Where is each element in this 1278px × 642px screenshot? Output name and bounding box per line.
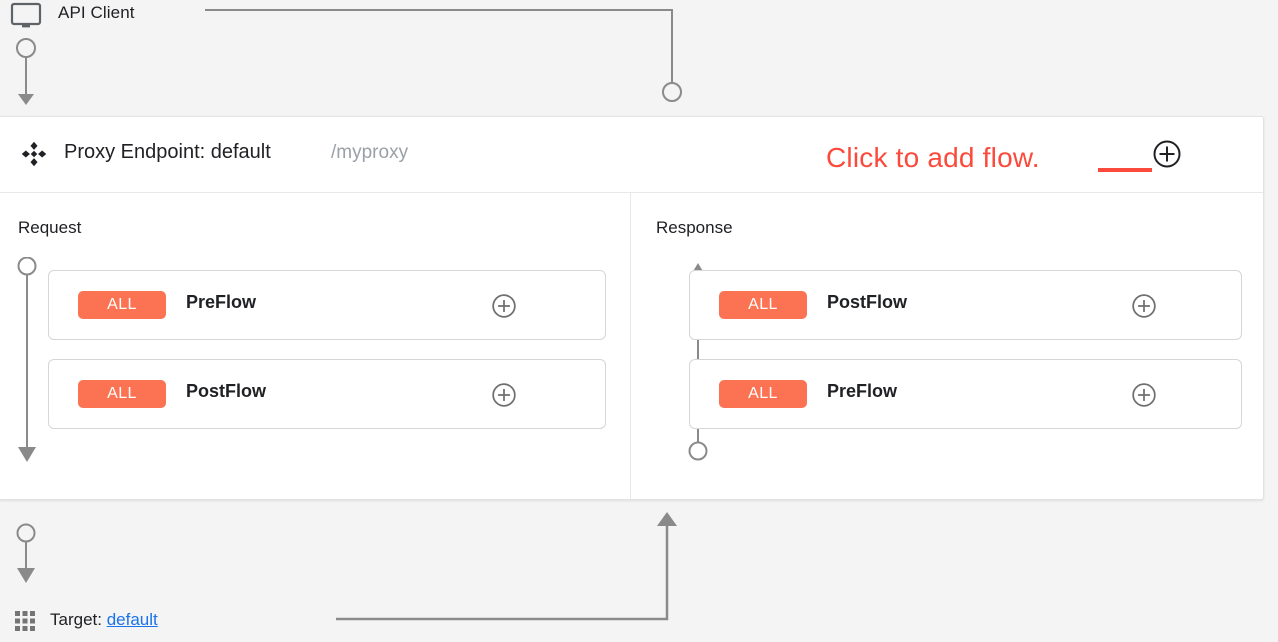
flow-condition-badge: ALL bbox=[78, 291, 166, 319]
annotation-text: Click to add flow. bbox=[826, 142, 1040, 173]
flow-condition-badge: ALL bbox=[719, 380, 807, 408]
proxy-endpoint-panel: Proxy Endpoint: default /myproxy Click t… bbox=[0, 116, 1264, 500]
flow-name: PreFlow bbox=[827, 381, 898, 401]
target-label-prefix: Target: bbox=[50, 610, 102, 629]
request-flow-list: ALL PreFlow bbox=[48, 270, 606, 429]
target-response-connector bbox=[336, 512, 677, 621]
proxy-endpoint-path: /myproxy bbox=[331, 142, 409, 163]
flow-menu-icon[interactable] bbox=[1171, 384, 1185, 406]
flow-menu-icon[interactable] bbox=[531, 384, 545, 406]
monitor-icon bbox=[10, 2, 42, 30]
proxy-endpoint-header: Proxy Endpoint: default /myproxy Click t… bbox=[0, 117, 1263, 193]
flow-condition-badge: ALL bbox=[78, 380, 166, 408]
add-flow-button[interactable] bbox=[1152, 139, 1182, 169]
proxy-endpoint-menu-button[interactable] bbox=[1210, 142, 1226, 166]
flow-name: PostFlow bbox=[186, 381, 266, 401]
add-policy-icon[interactable] bbox=[491, 382, 517, 408]
flow-card[interactable]: ALL PostFlow bbox=[689, 270, 1242, 340]
response-flow-list: ALL PostFlow bbox=[689, 270, 1242, 429]
flow-condition-badge: ALL bbox=[719, 291, 807, 319]
flow-card[interactable]: ALL PreFlow bbox=[689, 359, 1242, 429]
target-label: Target: default bbox=[50, 610, 158, 630]
api-client-row: API Client bbox=[0, 0, 1278, 116]
flow-name: PreFlow bbox=[186, 292, 257, 312]
move-handle-icon[interactable] bbox=[20, 140, 48, 168]
api-client-label: API Client bbox=[58, 3, 135, 22]
flow-menu-icon[interactable] bbox=[531, 295, 545, 317]
flow-card[interactable]: ALL PreFlow bbox=[48, 270, 606, 340]
response-column-title: Response bbox=[656, 218, 733, 237]
proxy-endpoint-title: Proxy Endpoint: default bbox=[64, 141, 271, 163]
flow-card[interactable]: ALL PostFlow bbox=[48, 359, 606, 429]
response-column: Response ALL PostFlow bbox=[631, 193, 1262, 499]
grid-icon bbox=[14, 610, 36, 632]
add-policy-icon[interactable] bbox=[1131, 293, 1157, 319]
flow-name: PostFlow bbox=[827, 292, 907, 312]
flow-menu-icon[interactable] bbox=[1171, 295, 1185, 317]
flow-columns: Request ALL PreFlow bbox=[0, 193, 1262, 499]
target-request-arrow bbox=[16, 523, 36, 583]
target-endpoint-row: Target: default bbox=[0, 500, 1278, 642]
add-policy-icon[interactable] bbox=[1131, 382, 1157, 408]
annotation-pointer-line bbox=[1098, 168, 1152, 172]
request-flow-arrow bbox=[17, 257, 37, 462]
target-default-link[interactable]: default bbox=[106, 610, 158, 629]
request-column-title: Request bbox=[18, 218, 82, 237]
request-column: Request ALL PreFlow bbox=[0, 193, 631, 499]
add-policy-icon[interactable] bbox=[491, 293, 517, 319]
